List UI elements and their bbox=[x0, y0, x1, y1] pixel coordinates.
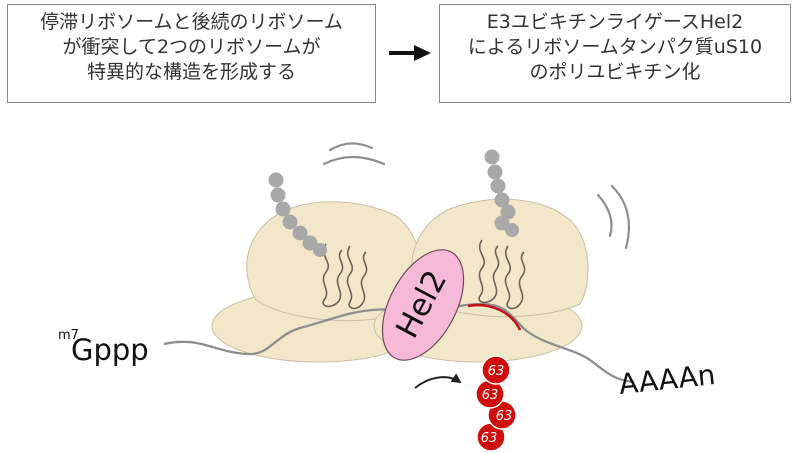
cap-label: Gppp bbox=[71, 333, 149, 367]
ubiquitin-label-1: 63 bbox=[481, 431, 498, 446]
left-line-1: 停滞リボソームと後続のリボソーム bbox=[40, 11, 343, 33]
ubiquitin-label-2: 63 bbox=[496, 409, 513, 424]
hel2-enzyme: Hel2 bbox=[381, 249, 465, 361]
right-line-1: E3ユビキチンライゲースHel2 bbox=[486, 11, 744, 33]
polyubiquitin-chain: 63 63 63 63 bbox=[475, 355, 517, 452]
ubiquitin-3: 63 bbox=[475, 379, 505, 409]
ubiquitin-4: 63 bbox=[481, 355, 511, 385]
polya-tail-label: AAAAn bbox=[617, 358, 717, 401]
motion-lines-icon bbox=[322, 142, 630, 250]
trna-pair-right bbox=[478, 239, 526, 310]
ubiquitination-arrow-icon bbox=[414, 373, 462, 389]
ubiquitin-2: 63 bbox=[487, 400, 517, 430]
right-line-2: によるリボソームタンパク質uS10 bbox=[467, 36, 763, 58]
stalled-ribosome bbox=[211, 201, 425, 363]
mrna-highlight bbox=[467, 303, 522, 331]
right-line-3: のポリユビキチン化 bbox=[529, 61, 701, 83]
nascent-chain-left bbox=[268, 172, 327, 257]
right-description-box: E3ユビキチンライゲースHel2 によるリボソームタンパク質uS10 のポリユビ… bbox=[439, 4, 791, 103]
left-description-box: 停滞リボソームと後続のリボソーム が衝突して2つのリボソームが 特異的な構造を形… bbox=[7, 4, 376, 103]
ubiquitin-label-4: 63 bbox=[488, 364, 505, 379]
cap-superscript: m7 bbox=[58, 328, 79, 343]
trna-pair-left bbox=[322, 243, 368, 310]
ubiquitin-1: 63 bbox=[476, 422, 506, 452]
ribosome-large-subunit-left bbox=[246, 201, 424, 322]
nascent-chain-right bbox=[484, 149, 519, 237]
right-arrow-icon bbox=[389, 45, 431, 61]
ubiquitin-label-3: 63 bbox=[482, 388, 499, 403]
left-line-3: 特異的な構造を形成する bbox=[86, 61, 296, 83]
left-line-2: が衝突して2つのリボソームが bbox=[62, 36, 321, 58]
